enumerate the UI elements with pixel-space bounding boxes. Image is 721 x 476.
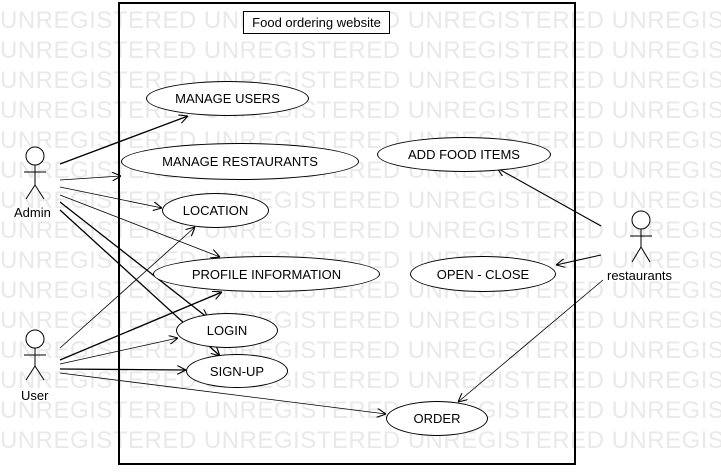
admin-actor-icon bbox=[24, 146, 46, 200]
restaurants-to-order-line bbox=[458, 279, 604, 402]
use-case-login[interactable]: LOGIN bbox=[176, 313, 278, 348]
restaurants-actor-icon bbox=[630, 210, 652, 263]
user-to-login-line bbox=[59, 338, 178, 365]
restaurants-associations bbox=[458, 168, 604, 402]
user-actor-icon bbox=[24, 329, 46, 381]
use-case-sign-up[interactable]: SIGN-UP bbox=[186, 354, 288, 388]
system-boundary bbox=[118, 2, 576, 465]
use-case-location[interactable]: LOCATION bbox=[162, 193, 269, 228]
use-case-order[interactable]: ORDER bbox=[386, 401, 488, 436]
admin-to-location-line bbox=[59, 186, 162, 208]
use-case-manage-users[interactable]: MANAGE USERS bbox=[146, 81, 309, 116]
user-to-location-line bbox=[59, 227, 195, 349]
actor-label-user: User bbox=[21, 388, 49, 403]
diagram-title: Food ordering website bbox=[243, 11, 390, 34]
admin-to-manage-restaurants-line bbox=[59, 176, 121, 180]
use-case-profile-information[interactable]: PROFILE INFORMATION bbox=[153, 256, 380, 292]
restaurants-to-open-close-line bbox=[556, 254, 602, 265]
user-to-profile-line bbox=[59, 292, 222, 361]
admin-to-login-line bbox=[59, 201, 208, 318]
use-case-add-food-items[interactable]: ADD FOOD ITEMS bbox=[377, 137, 551, 172]
user-to-order-line bbox=[59, 372, 386, 414]
actor-label-restaurants: restaurants bbox=[607, 268, 673, 283]
user-associations bbox=[59, 227, 386, 414]
actor-label-admin: Admin bbox=[14, 205, 51, 220]
user-to-signup-line bbox=[59, 369, 186, 370]
admin-to-manage-users-line bbox=[59, 116, 188, 165]
use-case-open-close[interactable]: OPEN - CLOSE bbox=[410, 256, 556, 292]
admin-to-profile-line bbox=[59, 194, 220, 257]
use-case-manage-restaurants[interactable]: MANAGE RESTAURANTS bbox=[121, 143, 359, 180]
restaurants-to-add-food-line bbox=[497, 168, 602, 227]
